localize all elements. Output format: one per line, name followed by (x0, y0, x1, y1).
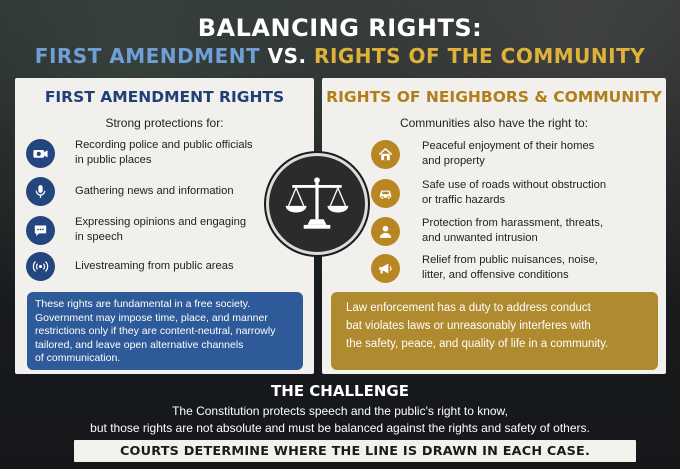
item-line: Relief from public nuisances, noise, (422, 254, 598, 266)
item-line: Peaceful enjoyment of their homes (422, 140, 595, 152)
subtitle-first-amendment: FIRST AMENDMENT (34, 44, 261, 68)
list-item: Protection from harassment, threats, and… (371, 216, 603, 246)
item-text: Livestreaming from public areas (75, 260, 234, 272)
subtitle-community: RIGHTS OF THE COMMUNITY (314, 44, 646, 68)
panel-title: FIRST AMENDMENT RIGHTS (44, 88, 285, 106)
panel-subtitle: Communities also have the right to: (399, 116, 589, 130)
list-item: Livestreaming from public areas (26, 252, 234, 281)
item-text: Gathering news and information (75, 185, 234, 197)
item-line: Recording police and public officials (75, 139, 253, 151)
note-line: of communication. (35, 352, 121, 364)
note-line: tailored, and leave open alternative cha… (35, 338, 244, 351)
item-line: in public places (75, 154, 152, 166)
list-item: Safe use of roads without obstruction or… (371, 178, 606, 208)
list-item: Expressing opinions and engaging in spee… (26, 215, 246, 245)
item-text: Relief from public nuisances, noise, lit… (422, 253, 598, 283)
note-line: These rights are fundamental in a free s… (35, 298, 251, 310)
note-line: bat violates laws or unreasonably interf… (346, 320, 591, 332)
item-line: in speech (75, 231, 123, 243)
item-line: Safe use of roads without obstruction (422, 179, 607, 191)
challenge-line: but those rights are not absolute and mu… (90, 421, 590, 435)
panel-subtitle: Strong protections for: (105, 116, 224, 130)
item-text: Protection from harassment, threats, and… (422, 216, 603, 246)
challenge-line: The Constitution protects speech and the… (172, 404, 508, 418)
note-line: the safety, peace, and quality of life i… (346, 338, 609, 350)
note-line: Government may impose time, place, and m… (35, 311, 268, 324)
speech-bubble-icon (26, 215, 55, 245)
camera-icon (26, 138, 55, 168)
subtitle-vs: VS. (267, 44, 307, 68)
item-line: litter, and offensive conditions (422, 269, 569, 281)
item-line: and property (422, 155, 485, 167)
list-item: Recording police and public officials in… (26, 138, 253, 168)
item-text: Recording police and public officials in… (75, 138, 253, 168)
item-text: Expressing opinions and engaging in spee… (75, 215, 246, 245)
header: BALANCING RIGHTS: FIRST AMENDMENT VS. RI… (0, 14, 680, 70)
community-rights-panel: RIGHTS OF NEIGHBORS & COMMUNITY Communit… (322, 78, 666, 374)
list-item: Relief from public nuisances, noise, lit… (371, 253, 598, 283)
page-title: BALANCING RIGHTS: (197, 14, 483, 42)
note-line: restrictions only if they are content-ne… (35, 325, 276, 337)
challenge-title: THE CHALLENGE (271, 382, 409, 400)
first-amendment-panel: FIRST AMENDMENT RIGHTS Strong protection… (15, 78, 314, 374)
list-item: Gathering news and information (26, 177, 234, 206)
item-line: Protection from harassment, threats, (422, 217, 603, 229)
fundamental-rights-note: These rights are fundamental in a free s… (27, 292, 303, 370)
scales-of-justice-icon (266, 153, 368, 255)
item-text: Peaceful enjoyment of their homes and pr… (422, 139, 594, 169)
panel-title: RIGHTS OF NEIGHBORS & COMMUNITY (326, 88, 662, 106)
item-line: or traffic hazards (422, 194, 506, 206)
law-enforcement-note: Law enforcement has a duty to address co… (331, 292, 658, 370)
broadcast-icon (26, 252, 55, 281)
megaphone-icon (371, 253, 400, 283)
courts-banner: COURTS DETERMINE WHERE THE LINE IS DRAWN… (74, 440, 636, 462)
item-line: Expressing opinions and engaging (75, 216, 247, 228)
note-line: Law enforcement has a duty to address co… (346, 302, 591, 314)
item-line: and unwanted intrusion (422, 232, 538, 244)
list-item: Peaceful enjoyment of their homes and pr… (371, 139, 594, 169)
page-subtitle: FIRST AMENDMENT VS. RIGHTS OF THE COMMUN… (0, 42, 680, 70)
car-icon (371, 178, 400, 208)
person-icon (371, 216, 400, 246)
house-icon (371, 139, 400, 169)
microphone-icon (26, 177, 55, 206)
challenge-section: THE CHALLENGE The Constitution protects … (0, 382, 680, 436)
item-text: Safe use of roads without obstruction or… (422, 178, 606, 208)
